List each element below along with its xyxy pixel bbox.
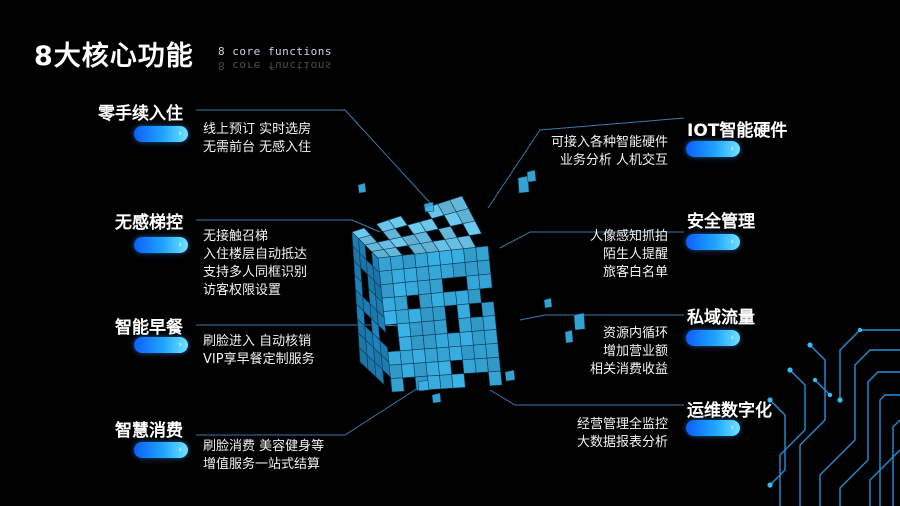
desc-line: 人像感知抓拍 — [589, 229, 668, 244]
circuit-decoration — [769, 329, 900, 506]
feature-pill-button[interactable]: › — [134, 337, 188, 353]
desc-line: 旅客白名单 — [602, 265, 668, 280]
arrow-right-icon: › — [178, 129, 182, 139]
desc-line: 入住楼层自动抵达 — [203, 247, 308, 262]
arrow-right-icon: › — [730, 423, 734, 433]
feature-title: 零手续入住 — [98, 104, 183, 124]
desc-line: 刷脸消费 美容健身等 — [203, 439, 325, 454]
feature-pill-button[interactable]: › — [134, 237, 188, 253]
desc-line: VIP享早餐定制服务 — [203, 352, 315, 367]
desc-line: 可接入各种智能硬件 — [550, 135, 668, 150]
feature-description: 刷脸进入 自动核销 VIP享早餐定制服务 — [203, 333, 315, 369]
feature-description: 线上预订 实时选房 无需前台 无感入住 — [203, 121, 311, 157]
feature-description: 资源内循环 增加营业额 相关消费收益 — [590, 325, 668, 379]
feature-description: 无接触召梯 入住楼层自动抵达 支持多人同框识别 访客权限设置 — [203, 228, 307, 300]
page-title: 8大核心功能 — [34, 41, 194, 72]
feature-pill-button[interactable]: › — [686, 330, 740, 346]
desc-line: 资源内循环 — [602, 326, 668, 341]
arrow-right-icon: › — [730, 237, 734, 247]
desc-line: 业务分析 人机交互 — [559, 153, 668, 168]
feature-title: 运维数字化 — [687, 401, 772, 421]
desc-line: 无需前台 无感入住 — [203, 140, 312, 155]
desc-line: 支持多人同框识别 — [203, 265, 308, 280]
feature-description: 刷脸消费 美容健身等 增值服务一站式结算 — [203, 438, 324, 474]
arrow-right-icon: › — [178, 240, 182, 250]
feature-description: 可接入各种智能硬件 业务分析 人机交互 — [551, 134, 668, 170]
desc-line: 相关消费收益 — [589, 362, 668, 377]
desc-line: 增值服务一站式结算 — [203, 457, 321, 472]
desc-line: 刷脸进入 自动核销 — [203, 334, 312, 349]
desc-line: 线上预订 实时选房 — [203, 122, 312, 137]
feature-pill-button[interactable]: › — [686, 420, 740, 436]
feature-title: 无感梯控 — [115, 213, 183, 233]
page-subtitle: 8 core functions — [218, 45, 332, 58]
arrow-right-icon: › — [730, 333, 734, 343]
feature-pill-button[interactable]: › — [686, 234, 740, 250]
feature-pill-button[interactable]: › — [686, 141, 740, 157]
desc-line: 访客权限设置 — [203, 283, 282, 298]
arrow-right-icon: › — [178, 445, 182, 455]
feature-description: 经营管理全监控 大数据报表分析 — [577, 416, 668, 452]
desc-line: 无接触召梯 — [203, 229, 269, 244]
feature-title: 智能早餐 — [115, 318, 183, 338]
feature-pill-button[interactable]: › — [134, 126, 188, 142]
arrow-right-icon: › — [178, 340, 182, 350]
desc-line: 经营管理全监控 — [576, 417, 668, 432]
feature-title: 智慧消费 — [115, 421, 183, 441]
feature-title: 安全管理 — [687, 212, 755, 232]
feature-title: 私域流量 — [687, 308, 755, 328]
desc-line: 大数据报表分析 — [576, 435, 668, 450]
feature-title: IOT智能硬件 — [687, 121, 788, 141]
page-subtitle-reflection: 8 core functions — [218, 59, 332, 72]
arrow-right-icon: › — [730, 144, 734, 154]
desc-line: 增加营业额 — [602, 344, 668, 359]
feature-pill-button[interactable]: › — [134, 442, 188, 458]
feature-description: 人像感知抓拍 陌生人提醒 旅客白名单 — [590, 228, 668, 282]
desc-line: 陌生人提醒 — [602, 247, 668, 262]
